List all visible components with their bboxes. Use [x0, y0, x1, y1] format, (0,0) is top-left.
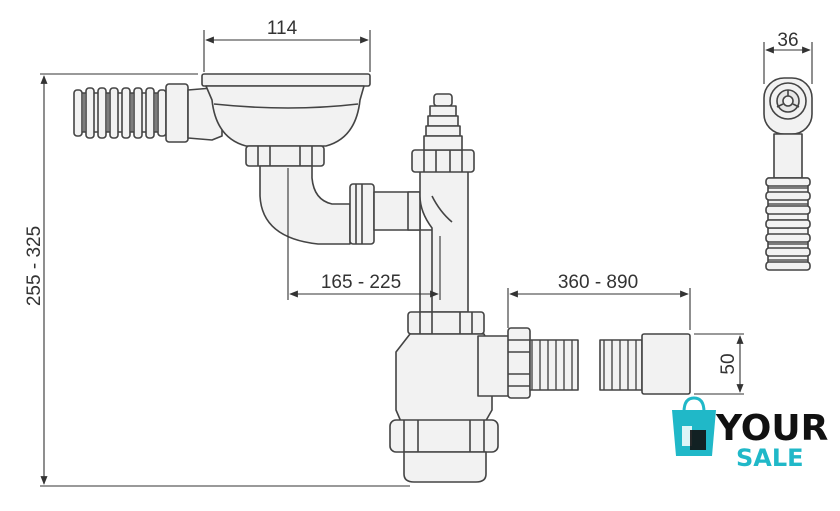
logo-word-your: YOUR [715, 408, 828, 449]
elbow-pipe [259, 165, 351, 245]
horizontal-coupling [349, 183, 375, 245]
outlet-thread [529, 339, 579, 391]
trap-base-nut [389, 419, 499, 483]
trap-outlet [477, 335, 511, 397]
outlet-nut [507, 327, 531, 399]
side-view [763, 77, 813, 271]
dim-outlet-diameter: 50 [718, 353, 739, 374]
union-nut [407, 311, 485, 335]
extension-pipe [599, 333, 691, 395]
tee-nut [411, 149, 475, 173]
logo-word-sale: SALE [736, 444, 804, 472]
shopping-bag-icon [672, 396, 716, 456]
dim-horizontal-offset: 165 - 225 [321, 272, 401, 293]
sink-flange [201, 73, 371, 87]
dim-overall-height: 255 - 325 [24, 226, 45, 306]
dim-side-view-width: 36 [777, 30, 798, 51]
dim-top-width: 114 [267, 18, 298, 39]
stepped-hose-barb [423, 93, 463, 151]
strainer-bowl [205, 85, 365, 147]
dim-extension-length: 360 - 890 [558, 272, 638, 293]
overflow-hose [73, 83, 189, 143]
yoursale-logo: YOUR SALE [672, 396, 828, 472]
bowl-nut [245, 145, 325, 167]
